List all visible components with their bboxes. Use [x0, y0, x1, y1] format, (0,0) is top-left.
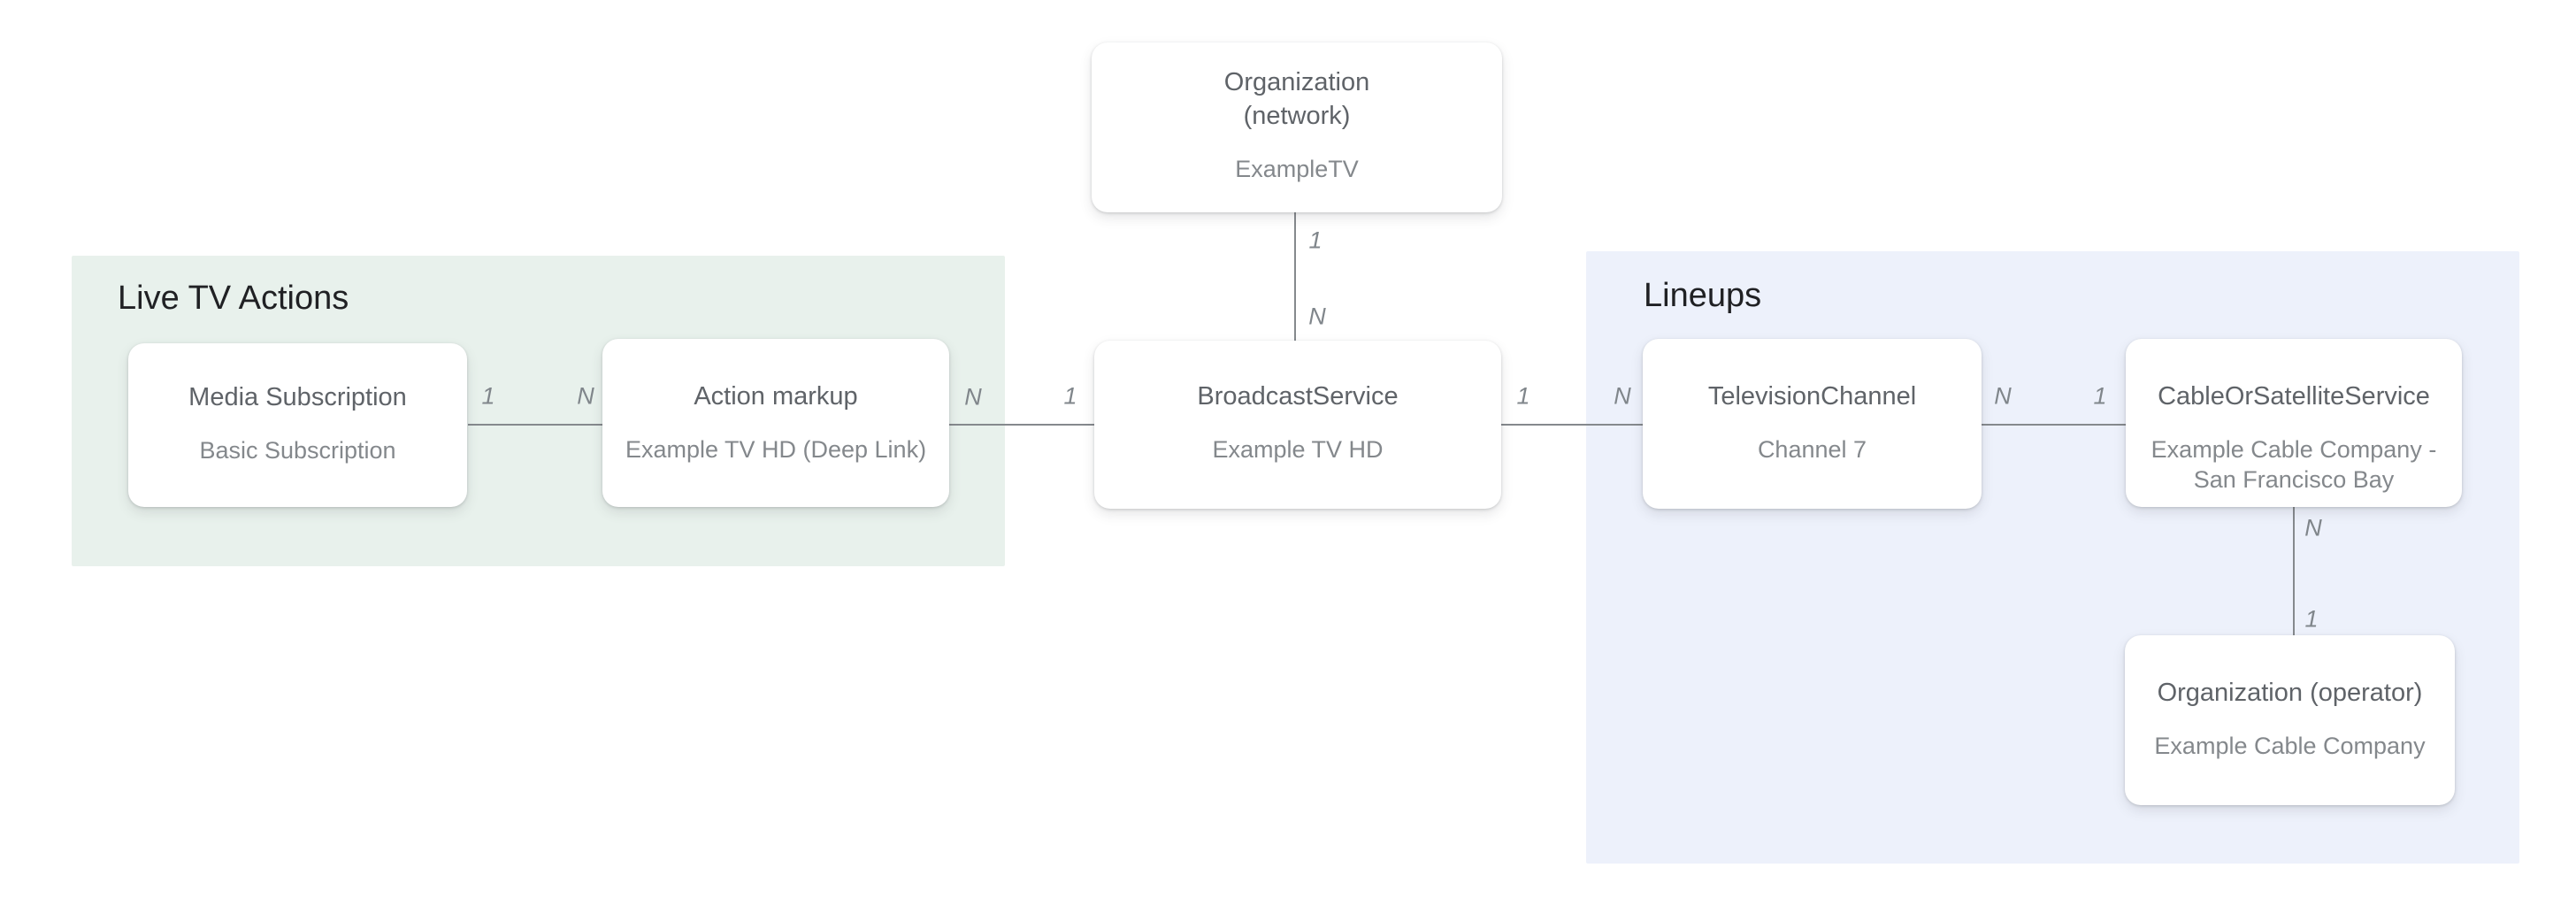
node-title: Action markup [694, 382, 858, 411]
edge-televisionchannel-to-cableorsatellite [1982, 424, 2126, 426]
node-organization-network: Organization (network) ExampleTV [1092, 42, 1502, 212]
edge-actionmarkup-to-broadcast [949, 424, 1094, 426]
node-subtitle: Example TV HD (Deep Link) [625, 436, 927, 463]
cardinality-label: N [1614, 382, 1631, 410]
node-title: Organization (network) [1223, 68, 1370, 130]
node-title: Media Subscription [188, 383, 407, 411]
node-title: CableOrSatelliteService [2158, 382, 2430, 411]
cardinality-label: 1 [481, 382, 495, 410]
cardinality-label: N [2304, 514, 2322, 541]
cardinality-label: 1 [1516, 382, 1530, 410]
cardinality-label: 1 [1308, 226, 1322, 254]
cardinality-label: N [1308, 303, 1326, 330]
node-subtitle: Example Cable Company [2154, 733, 2426, 759]
node-subtitle: Example TV HD [1212, 436, 1384, 463]
node-action-markup: Action markup Example TV HD (Deep Link) [602, 339, 949, 507]
node-subtitle: Basic Subscription [199, 437, 396, 464]
node-title: TelevisionChannel [1707, 382, 1917, 411]
edge-broadcast-to-televisionchannel [1501, 424, 1643, 426]
node-media-subscription: Media Subscription Basic Subscription [128, 343, 467, 507]
cardinality-label: N [577, 382, 594, 410]
cardinality-label: 1 [2304, 605, 2319, 633]
node-title: BroadcastService [1197, 382, 1399, 411]
group-title-live-tv-actions: Live TV Actions [118, 280, 349, 317]
edge-cableorsatellite-to-operator [2293, 507, 2295, 635]
cardinality-label: N [1994, 382, 2012, 410]
node-cable-or-satellite-service: CableOrSatelliteService Example Cable Co… [2126, 339, 2462, 507]
node-subtitle: ExampleTV [1235, 156, 1359, 182]
node-subtitle: Channel 7 [1757, 436, 1867, 463]
node-television-channel: TelevisionChannel Channel 7 [1643, 339, 1982, 509]
node-title: Organization (operator) [2157, 679, 2423, 707]
node-subtitle: Example Cable Company - San Francisco Ba… [2150, 436, 2437, 493]
edge-mediasubscription-to-actionmarkup [468, 424, 602, 426]
group-title-lineups: Lineups [1644, 277, 1762, 314]
cardinality-label: 1 [1063, 382, 1077, 410]
node-organization-operator: Organization (operator) Example Cable Co… [2125, 635, 2455, 805]
cardinality-label: N [964, 383, 982, 411]
node-broadcast-service: BroadcastService Example TV HD [1094, 341, 1501, 509]
cardinality-label: 1 [2093, 382, 2107, 410]
edge-network-to-broadcast [1294, 212, 1296, 341]
